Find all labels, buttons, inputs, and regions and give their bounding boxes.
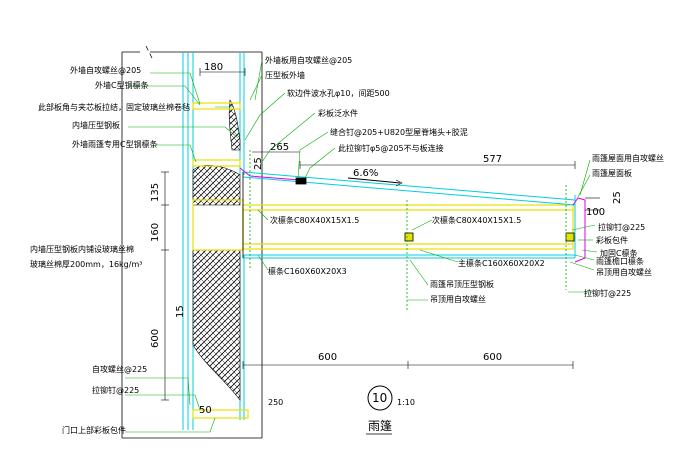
dim-180: 180 [204,62,223,73]
callout-reinforce-girt: 加固C檩条 [600,248,638,258]
callout-outer-panel-screw: 外墙板用自攻螺丝@205 [265,55,352,65]
detail-scale: 1:10 [397,398,415,407]
callout-rivet: 拉铆钉@225 [92,385,139,395]
callout-rivet-no-connect: 此拉铆钉φ5@205不与板连接 [338,143,444,153]
canopy-roof [242,171,576,259]
dim-250: 250 [268,398,283,407]
detail-title: 10 1:10 雨篷 [366,385,415,435]
callout-stitch-rivet: 缝合钉@205+U820型屋脊堵头+胶泥 [330,127,468,137]
callout-purlin-c160: 檩条C160X60X20X3 [268,266,347,276]
left-callouts: 外墙自攻螺丝@205 外墙C型钢檩条 此部板角与夹芯板拉结，固定玻璃丝棉卷毡 内… [30,65,190,435]
canopy-main-purlin [242,204,574,250]
callout-trim-right: 彩板包件 [596,235,628,245]
callout-panel-tie: 此部板角与夹芯板拉结，固定玻璃丝棉卷毡 [38,102,190,112]
dim-600-left: 600 [318,352,337,363]
dim-577: 577 [483,154,502,165]
callout-rivet-right: 拉铆钉@225 [598,222,645,232]
leader-lines [125,59,598,433]
detail-number-circle [367,385,393,411]
dimensions: 180 265 25 577 6.6% 135 160 100 25 15 60… [150,62,623,416]
dim-265: 265 [270,142,289,153]
callout-secondary-purlin-1: 次檩条C80X40X15X1.5 [270,215,359,225]
canopy-trims [239,167,586,263]
dim-15: 15 [175,305,186,318]
callout-glass-wool-spec: 玻璃丝棉厚200mm，16kg/m³ [30,259,142,269]
glass-wool-insulation [192,99,241,401]
dim-600-vertical: 600 [150,329,161,348]
dim-slope: 6.6% [353,168,378,179]
callout-profiled-wall: 压型板外墙 [265,70,305,80]
callout-canopy-roof-screw: 雨篷屋面用自攻螺丝 [592,153,664,163]
dim-160: 160 [150,223,161,242]
callout-ceiling-panel: 雨篷吊顶压型钢板 [430,279,494,289]
callout-ceiling-screw: 吊顶用自攻螺丝 [430,294,486,304]
top-callouts: 外墙板用自攻螺丝@205 压型板外墙 软边件波水孔φ10，间距500 彩板泛水件… [265,55,468,153]
right-callouts: 雨篷屋面用自攻螺丝 雨篷屋面板 拉铆钉@225 彩板包件 加固C檩条 雨篷檐口檩… [584,153,664,298]
detail-name: 雨篷 [368,418,392,433]
dim-600-right: 600 [483,352,502,363]
dim-25-top: 25 [253,157,264,170]
canopy-outline [242,172,575,258]
callout-canopy-roof-panel: 雨篷屋面板 [592,168,632,178]
callout-door-trim: 门口上部彩板包件 [62,425,126,435]
wall-frame [121,45,263,439]
mid-callouts: 次檩条C80X40X15X1.5 次檩条C80X40X15X1.5 主檩条C16… [268,215,545,304]
callout-eave-purlin: 雨篷檐口檩条 [596,256,644,266]
callout-ceiling-screw-right: 吊顶用自攻螺丝 [596,267,652,277]
detail-number: 10 [372,391,387,405]
callout-inner-panel: 内墙压型钢板 [72,120,120,130]
callout-glass-wool: 内墙压型钢板内铺设玻璃丝棉 [30,244,134,254]
callout-rivet-bottom: 拉铆钉@225 [584,288,631,298]
callout-secondary-purlin-2: 次檩条C80X40X15X1.5 [432,215,521,225]
dimension-lines [161,68,600,401]
callout-self-tap-screw: 自攻螺丝@225 [92,364,147,374]
callout-flashing: 彩板泛水件 [318,108,358,118]
dim-25-right: 25 [612,191,623,204]
dim-100: 100 [586,207,605,218]
dim-135: 135 [150,183,161,202]
callout-wall-girt: 外墙C型钢檩条 [95,80,149,90]
callout-canopy-girt: 外墙雨篷专用C型钢檩条 [72,139,158,149]
callout-main-purlin: 主檩条C160X60X20X2 [458,258,545,268]
callout-drain-holes: 软边件波水孔φ10，间距500 [287,88,390,98]
fastener-lines [249,150,567,312]
dim-50: 50 [199,405,212,416]
callout-wall-screw: 外墙自攻螺丝@205 [70,65,141,75]
